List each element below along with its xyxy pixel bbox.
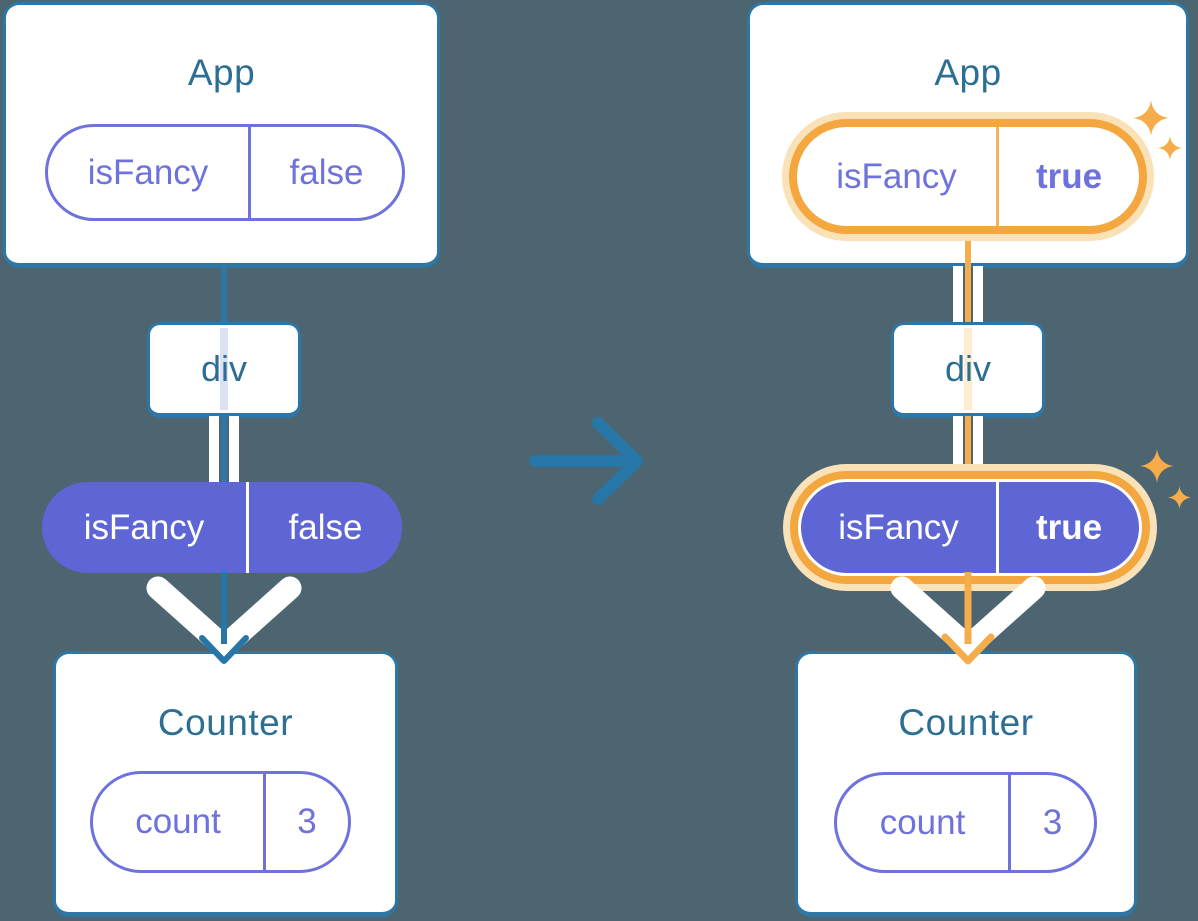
state-value: 3: [297, 802, 317, 841]
state-key: count: [135, 802, 221, 841]
tree-edge: [221, 266, 227, 324]
arrowhead: [941, 633, 995, 665]
counter-title-before: Counter: [157, 702, 294, 743]
div-label: div: [200, 348, 248, 389]
prop-value: false: [289, 152, 364, 192]
prop-flow-line: [973, 416, 983, 482]
prop-flow-line: [953, 266, 963, 324]
passed-prop-pill-before: isFancy false: [42, 482, 402, 573]
pill-divider: [1008, 775, 1011, 870]
context-flow-line: [965, 416, 971, 482]
prop-flow-line: [953, 416, 963, 482]
prop-key: isFancy: [836, 156, 957, 196]
context-stripe: [964, 328, 972, 410]
prop-flow-line: [973, 266, 983, 324]
app-prop-pill-after: isFancy true: [797, 127, 1139, 226]
prop-flow-line: [229, 416, 239, 482]
prop-value: true: [1035, 156, 1103, 196]
arrowhead: [199, 635, 249, 664]
pill-divider: [263, 774, 266, 870]
div-label: div: [944, 348, 992, 389]
counter-state-pill-after: count 3: [834, 772, 1097, 873]
down-arrow-icon: [890, 572, 1046, 665]
context-flow-line: [965, 266, 971, 324]
prop-value: false: [288, 507, 363, 547]
prop-key: isFancy: [838, 507, 959, 547]
pill-divider: [996, 482, 999, 573]
counter-title-after: Counter: [898, 702, 1034, 743]
app-title-before: App: [187, 52, 256, 93]
context-stripe: [220, 328, 228, 410]
context-flow-line: [965, 238, 971, 266]
sparkle-icon: [1168, 486, 1191, 509]
prop-flow-line: [209, 416, 219, 482]
pill-divider: [996, 127, 999, 226]
down-arrow-icon: [146, 572, 302, 664]
div-box-after: div: [891, 322, 1045, 418]
app-prop-pill-before: isFancy false: [45, 124, 405, 221]
prop-key: isFancy: [87, 152, 209, 192]
app-title-after: App: [934, 52, 1002, 93]
sparkle-icon: [1140, 449, 1174, 483]
state-value: 3: [1042, 802, 1063, 842]
tree-edge: [221, 416, 227, 482]
prop-key: isFancy: [83, 507, 205, 547]
prop-flow-chevron-icon: [890, 576, 1046, 659]
div-box-before: div: [147, 322, 301, 418]
counter-state-pill-before: count 3: [90, 771, 351, 873]
sparkle-icon: [1158, 136, 1182, 160]
right-arrow-icon: [529, 417, 643, 505]
prop-flow-chevron-icon: [146, 576, 302, 659]
passed-prop-pill-after: isFancy true: [801, 482, 1139, 573]
sparkle-icon: [1133, 100, 1169, 136]
prop-value: true: [1035, 507, 1103, 547]
pill-divider: [246, 482, 249, 573]
state-key: count: [879, 802, 966, 842]
pill-divider: [248, 127, 251, 218]
